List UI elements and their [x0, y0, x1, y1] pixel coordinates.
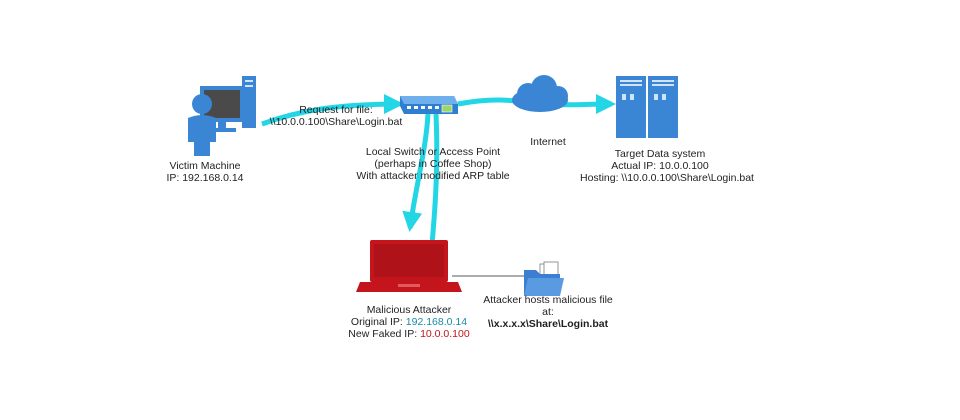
return-arrow	[429, 113, 440, 245]
target-line2: Actual IP: 10.0.0.100	[611, 160, 709, 172]
hosted-line1: Attacker hosts malicious file	[483, 294, 613, 306]
victim-name: Victim Machine	[169, 160, 241, 172]
internet-text: Internet	[530, 136, 566, 148]
laptop-icon	[356, 240, 462, 292]
attacker-orig-prefix: Original IP:	[350, 316, 406, 328]
hosted-line2: at:	[542, 306, 554, 318]
switch-line2: (perhaps in Coffee Shop)	[374, 158, 492, 170]
request-arrow	[261, 94, 404, 127]
attacker-fake-ip: 10.0.0.100	[420, 328, 470, 340]
attacker-label: Malicious Attacker Original IP: 192.168.…	[344, 304, 474, 340]
attacker-faked-ip: New Faked IP: 10.0.0.100	[344, 328, 474, 340]
attacker-orig-ip: 192.168.0.14	[405, 316, 468, 328]
switch-line1: Local Switch or Access Point	[365, 146, 501, 158]
person-at-desktop-computer-icon	[188, 76, 256, 156]
request-line2: \\10.0.0.100\Share\Login.bat	[269, 116, 403, 128]
request-line1: Request for file:	[299, 104, 373, 116]
target-label: Target Data system Actual IP: 10.0.0.100…	[580, 148, 754, 184]
cloud-icon	[512, 75, 568, 112]
hosted-line3: \\x.x.x.x\Share\Login.bat	[487, 318, 609, 330]
attacker-title: Malicious Attacker	[366, 304, 452, 316]
redirect-arrow	[402, 113, 431, 232]
target-line1: Target Data system	[614, 148, 706, 160]
victim-label: Victim Machine IP: 192.168.0.14	[150, 160, 260, 184]
folder-with-files-icon	[524, 261, 564, 296]
victim-ip: IP: 192.168.0.14	[166, 172, 244, 184]
attacker-original-ip: Original IP: 192.168.0.14	[344, 316, 474, 328]
switch-label: Local Switch or Access Point (perhaps in…	[348, 146, 518, 182]
network-switch-icon	[400, 96, 458, 114]
attacker-fake-prefix: New Faked IP:	[348, 328, 421, 340]
switch-line3: With attacker modified ARP table	[356, 170, 510, 182]
hosted-file-label: Attacker hosts malicious file at: \\x.x.…	[478, 294, 618, 330]
server-tower-icon	[616, 76, 678, 138]
target-line3: Hosting: \\10.0.0.100\Share\Login.bat	[580, 172, 754, 184]
request-label: Request for file: \\10.0.0.100\Share\Log…	[266, 104, 406, 128]
internet-label: Internet	[518, 136, 578, 148]
